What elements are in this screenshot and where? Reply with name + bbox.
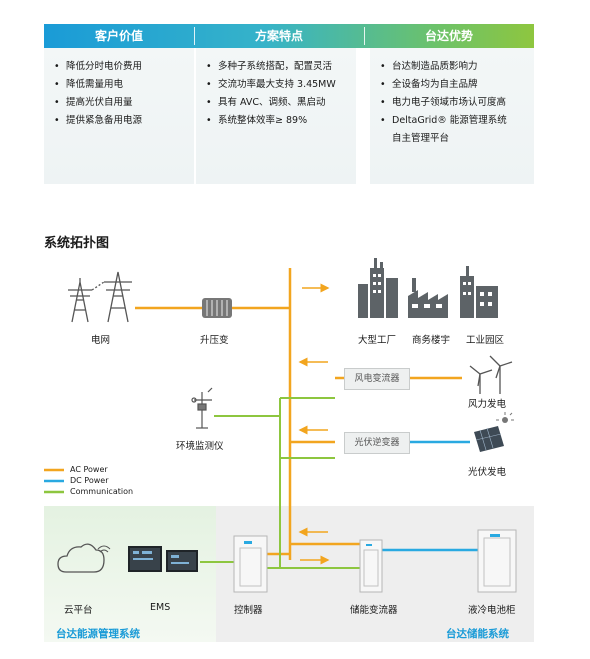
pcs-label: 储能变流器	[350, 605, 398, 616]
weather-station-icon	[191, 387, 213, 429]
grid-label: 电网	[91, 335, 111, 346]
pv-inverter-box: 光伏逆变器	[344, 432, 410, 454]
list-item: 台达制造品质影响力	[378, 58, 534, 76]
transformer-label: 升压变	[200, 335, 229, 346]
header-delta-advantages: 台达优势	[424, 29, 473, 43]
header-divider	[364, 27, 365, 45]
controller-cabinet-icon	[233, 535, 268, 593]
panel-delta-advantages: 台达制造品质影响力 全设备均为自主品牌 电力电子领域市场认可度高 DeltaGr…	[370, 48, 534, 184]
panel-customer-value: 降低分时电价费用 降低需量用电 提高光伏自用量 提供紧急备用电源	[44, 48, 194, 184]
list-item: 自主管理平台	[392, 133, 450, 144]
header-bar: 客户价值 方案特点 台达优势	[44, 24, 534, 48]
building-windows	[373, 274, 492, 308]
ems-label: EMS	[150, 602, 171, 613]
header-divider	[194, 27, 195, 45]
power-tower-icon	[68, 271, 132, 323]
wind-power-label: 风力发电	[468, 399, 507, 410]
ems-system-label: 台达能源管理系统	[56, 628, 140, 640]
list-item: 提供紧急备用电源	[52, 112, 194, 130]
legend-ac: AC Power	[70, 465, 108, 474]
panel-solution-features: 多种子系统搭配，配置灵活 交流功率最大支持 3.45MW 具有 AVC、调频、黑…	[196, 48, 356, 184]
legend-swatches	[44, 468, 64, 494]
pcs-cabinet-icon	[359, 539, 383, 593]
cloud-icon	[57, 543, 111, 573]
list-item: DeltaGrid® 能源管理系统	[378, 112, 534, 130]
ems-system-region	[44, 506, 216, 642]
factory-icon	[358, 258, 398, 318]
ems-screen-icon	[128, 546, 198, 572]
storage-system-label: 台达储能系统	[446, 628, 509, 640]
power-flow-arrows	[298, 283, 330, 565]
list-item: 电力电子领域市场认可度高	[378, 94, 534, 112]
commercial-building-icon	[408, 278, 448, 318]
factory-label: 大型工厂	[358, 335, 397, 346]
transformer-icon	[202, 298, 232, 318]
legend-comm: Communication	[70, 487, 134, 496]
list-item: 降低分时电价费用	[52, 58, 194, 76]
wind-converter-box: 风电变流器	[344, 368, 410, 390]
list-item: 多种子系统搭配，配置灵活	[204, 58, 356, 76]
cloud-label: 云平台	[64, 605, 93, 616]
header-solution-features: 方案特点	[254, 29, 303, 43]
list-item: 提高光伏自用量	[52, 94, 194, 112]
controller-label: 控制器	[234, 605, 263, 616]
legend-dc: DC Power	[70, 476, 109, 485]
industrial-park-label: 工业园区	[466, 335, 505, 346]
wind-turbine-icon	[469, 355, 513, 394]
list-item: 系统整体效率≥ 89%	[204, 112, 356, 130]
topology-title: 系统拓扑图	[44, 236, 110, 251]
ac-power-lines	[135, 268, 462, 560]
pv-power-label: 光伏发电	[468, 467, 507, 478]
list-item: 交流功率最大支持 3.45MW	[204, 76, 356, 94]
list-item: 降低需量用电	[52, 76, 194, 94]
list-item: 具有 AVC、调频、黑启动	[204, 94, 356, 112]
list-item: 全设备均为自主品牌	[378, 76, 534, 94]
battery-label: 液冷电池柜	[468, 605, 516, 616]
battery-cabinet-icon	[477, 529, 517, 593]
header-customer-value: 客户价值	[94, 29, 143, 43]
env-monitor-label: 环境监测仪	[176, 441, 224, 452]
dc-power-lines	[382, 440, 478, 552]
solar-panel-icon	[474, 412, 514, 452]
communication-lines	[200, 397, 360, 569]
commercial-label: 商务楼宇	[412, 335, 451, 346]
